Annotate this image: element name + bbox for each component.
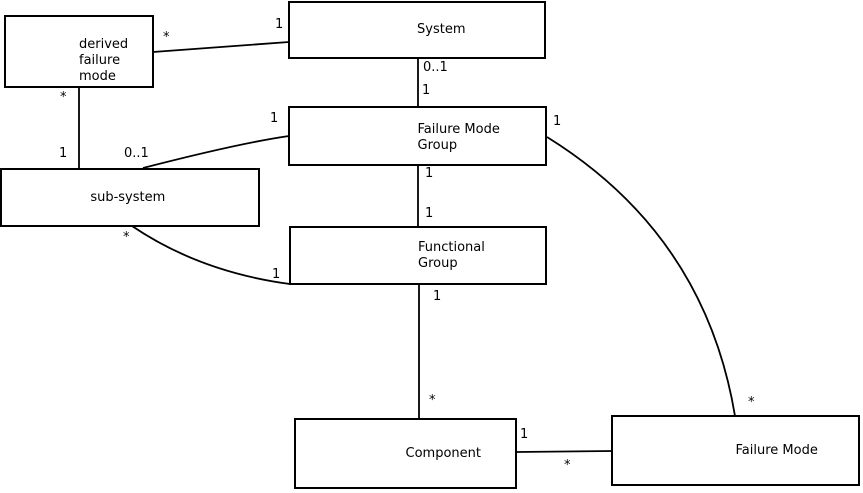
association-line-component-failuremode (516, 450, 613, 453)
entity-component: Component (294, 418, 517, 489)
multiplicity-funcgroup-end-of-fmgroup-funcgroup: 1 (425, 206, 434, 221)
multiplicity-failuremode-end-of-fmgroup-failuremode: * (748, 395, 755, 410)
entity-functional-group: Functional Group (289, 226, 547, 285)
multiplicity-subsystem-end-of-subsystem-fmgroup: 0..1 (124, 146, 149, 161)
entity-failure-mode: Failure Mode (611, 415, 860, 486)
entity-label-failure-mode-group: Failure Mode Group (417, 121, 500, 153)
entity-sub-system: sub-system (0, 168, 260, 227)
multiplicity-subsystem-end-of-derived-subsystem: 1 (59, 146, 68, 161)
multiplicity-failuremode-end-of-component-failuremode: * (564, 458, 571, 473)
entity-label-failure-mode: Failure Mode (735, 442, 818, 458)
multiplicity-subsystem-end-of-subsystem-funcgroup: * (123, 230, 130, 245)
multiplicity-fmgroup-end-of-subsystem-fmgroup: 1 (270, 111, 279, 126)
entity-system: System (288, 1, 546, 59)
entity-label-system: System (417, 22, 466, 37)
association-line-subsystem-funcgroup (131, 225, 291, 285)
multiplicity-system-end-of-system-fmgroup: 0..1 (423, 60, 448, 75)
multiplicity-funcgroup-end-of-subsystem-funcgroup: 1 (272, 267, 281, 282)
association-line-subsystem-fmgroup (142, 135, 290, 169)
multiplicity-component-end-of-funcgroup-component: * (429, 393, 436, 408)
multiplicity-fmgroup-end-of-fmgroup-failuremode: 1 (553, 114, 562, 129)
entity-derived-failure-mode: derived failure mode (4, 15, 154, 88)
multiplicity-funcgroup-end-of-funcgroup-component: 1 (433, 289, 442, 304)
multiplicity-system-end-of-derived-system: 1 (275, 17, 284, 32)
multiplicity-derived-end-of-derived-system: * (163, 30, 170, 45)
association-line-derived-system (152, 41, 290, 53)
multiplicity-component-end-of-component-failuremode: 1 (520, 427, 529, 442)
multiplicity-fmgroup-end-of-system-fmgroup: 1 (422, 83, 431, 98)
entity-label-sub-system: sub-system (90, 189, 166, 205)
entity-failure-mode-group: Failure Mode Group (288, 106, 547, 166)
multiplicity-derived-end-of-derived-subsystem: * (60, 90, 67, 105)
multiplicity-fmgroup-end-of-fmgroup-funcgroup: 1 (425, 166, 434, 181)
entity-label-component: Component (405, 445, 481, 461)
association-line-fmgroup-failuremode (546, 136, 736, 417)
entity-label-derived-failure-mode: derived failure mode (79, 37, 129, 85)
entity-label-functional-group: Functional Group (418, 239, 485, 271)
